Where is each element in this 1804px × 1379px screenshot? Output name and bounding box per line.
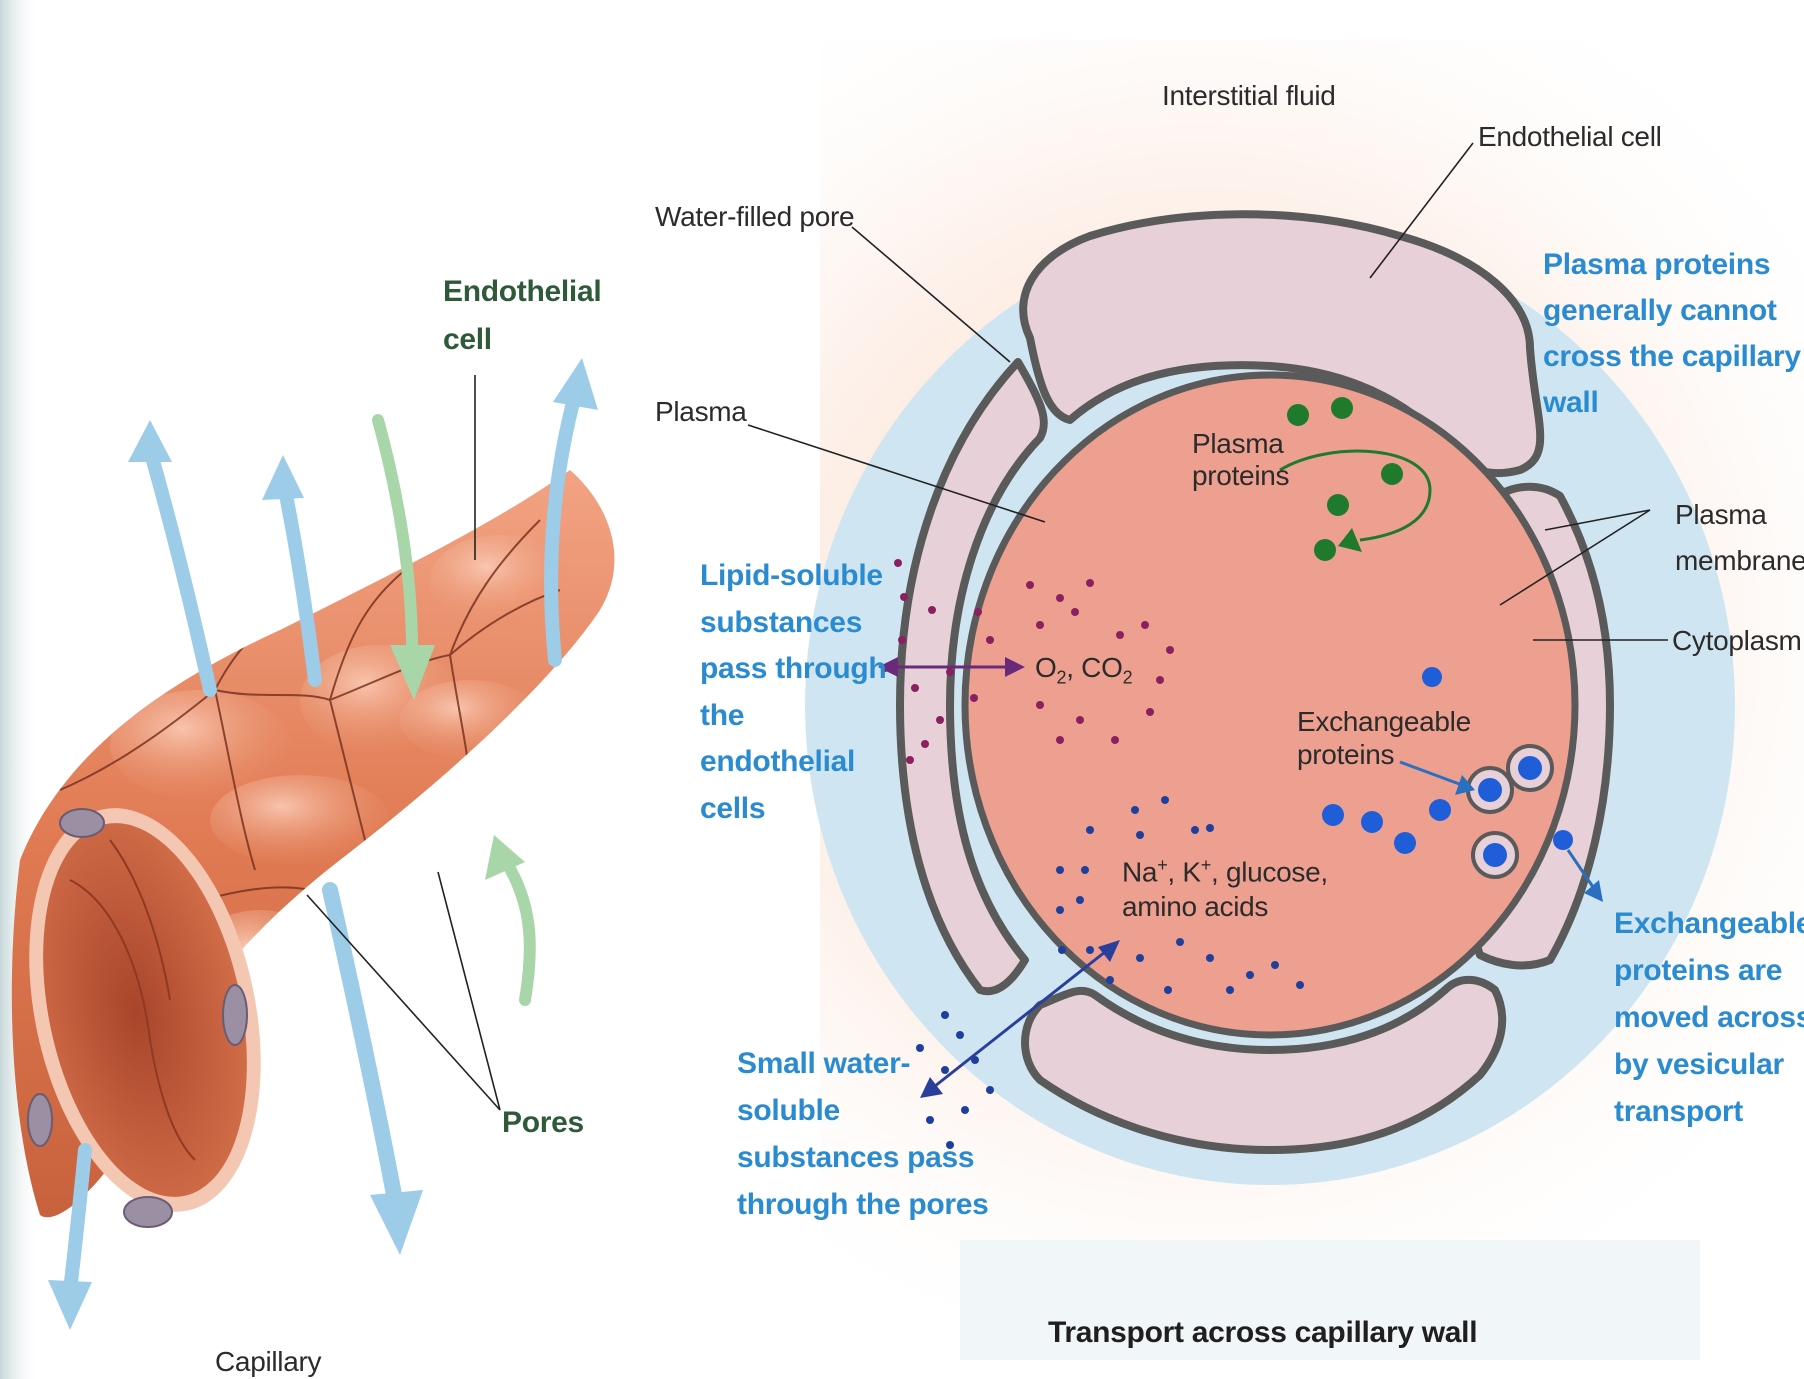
- ions-label-line1: Na+, K+, glucose,: [1122, 855, 1328, 889]
- endothelial-cell-label-right: Endothelial cell: [1478, 120, 1662, 154]
- note-line: generally cannot: [1543, 288, 1801, 334]
- capillary-label: Capillary: [215, 1345, 321, 1379]
- exchangeable-proteins-label: Exchangeable proteins: [1297, 705, 1471, 771]
- o-text: O: [1035, 652, 1056, 683]
- note-line: soluble: [737, 1087, 989, 1134]
- label-line: Plasma: [1192, 428, 1289, 460]
- note-line: cross the capillary: [1543, 334, 1801, 380]
- na-superscript: +: [1157, 855, 1167, 875]
- label-line: Plasma: [1675, 492, 1804, 538]
- note-line: cells: [700, 786, 886, 833]
- note-line: endothelial: [700, 739, 886, 786]
- note-line: wall: [1543, 380, 1801, 426]
- ions-label-line2: amino acids: [1122, 890, 1268, 924]
- pores-label: Pores: [502, 1105, 584, 1141]
- note-line: Plasma proteins: [1543, 242, 1801, 288]
- small-water-soluble-note: Small water- soluble substances pass thr…: [737, 1040, 989, 1228]
- na-text: Na: [1122, 856, 1157, 887]
- lipid-soluble-note: Lipid-soluble substances pass through th…: [700, 553, 886, 832]
- k-text: , K: [1167, 856, 1200, 887]
- label-line: membrane: [1675, 538, 1804, 584]
- k-superscript: +: [1201, 855, 1211, 875]
- co-text: , CO: [1066, 652, 1122, 683]
- plasma-proteins-note: Plasma proteins generally cannot cross t…: [1543, 242, 1801, 426]
- vesicular-transport-note: Exchangeable proteins are moved across b…: [1614, 900, 1804, 1135]
- glucose-text: , glucose,: [1211, 856, 1328, 887]
- endothelial-cell-label-left: Endothelial cell: [443, 268, 601, 364]
- plasma-label: Plasma: [655, 395, 747, 429]
- note-line: substances: [700, 600, 886, 647]
- plasma-membrane-label: Plasma membrane: [1675, 492, 1804, 584]
- label-line: proteins: [1192, 460, 1289, 492]
- label-line: cell: [443, 316, 601, 364]
- note-line: through the pores: [737, 1181, 989, 1228]
- label-line: proteins: [1297, 738, 1471, 771]
- o2-co2-label: O2, CO2: [1035, 651, 1132, 689]
- plasma-proteins-label: Plasma proteins: [1192, 428, 1289, 492]
- co-subscript: 2: [1123, 668, 1133, 688]
- figure-caption: Transport across capillary wall: [1048, 1315, 1477, 1351]
- note-line: the: [700, 693, 886, 740]
- label-line: Exchangeable: [1297, 705, 1471, 738]
- water-filled-pore-label: Water-filled pore: [655, 200, 854, 234]
- interstitial-fluid-label: Interstitial fluid: [1162, 79, 1336, 113]
- note-line: Lipid-soluble: [700, 553, 886, 600]
- note-line: pass through: [700, 646, 886, 693]
- note-line: Exchangeable: [1614, 900, 1804, 947]
- note-line: substances pass: [737, 1134, 989, 1181]
- o-subscript: 2: [1056, 668, 1066, 688]
- note-line: transport: [1614, 1088, 1804, 1135]
- note-line: proteins are: [1614, 947, 1804, 994]
- label-line: Endothelial: [443, 268, 601, 316]
- note-line: Small water-: [737, 1040, 989, 1087]
- note-line: by vesicular: [1614, 1041, 1804, 1088]
- note-line: moved across: [1614, 994, 1804, 1041]
- cytoplasm-label: Cytoplasm: [1672, 624, 1802, 658]
